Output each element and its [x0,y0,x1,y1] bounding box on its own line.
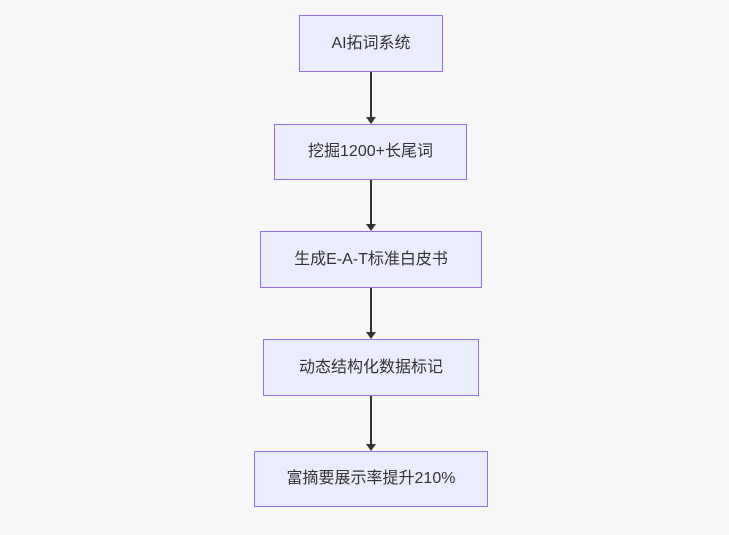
flow-node-structured-data: 动态结构化数据标记 [263,339,479,396]
arrow-line [370,288,372,334]
node-label: 挖掘1200+长尾词 [308,143,433,161]
flow-arrow-1 [366,72,376,124]
flow-arrow-3 [366,288,376,339]
arrow-line [370,72,372,119]
node-label: AI拓词系统 [331,34,411,52]
flow-node-rich-snippet-result: 富摘要展示率提升210% [254,451,488,507]
flow-node-ai-word-system: AI拓词系统 [299,15,443,72]
flow-node-longtail-mining: 挖掘1200+长尾词 [274,124,467,180]
node-label: 动态结构化数据标记 [298,358,443,376]
arrowhead-down-icon [366,444,376,451]
arrow-line [370,180,372,226]
arrowhead-down-icon [366,224,376,231]
arrow-line [370,396,372,446]
flow-arrow-4 [366,396,376,451]
node-label: 生成E-A-T标准白皮书 [294,250,448,268]
arrowhead-down-icon [366,332,376,339]
flow-node-eat-whitepaper: 生成E-A-T标准白皮书 [260,231,482,288]
node-label: 富摘要展示率提升210% [286,470,456,488]
arrowhead-down-icon [366,117,376,124]
flow-arrow-2 [366,180,376,231]
